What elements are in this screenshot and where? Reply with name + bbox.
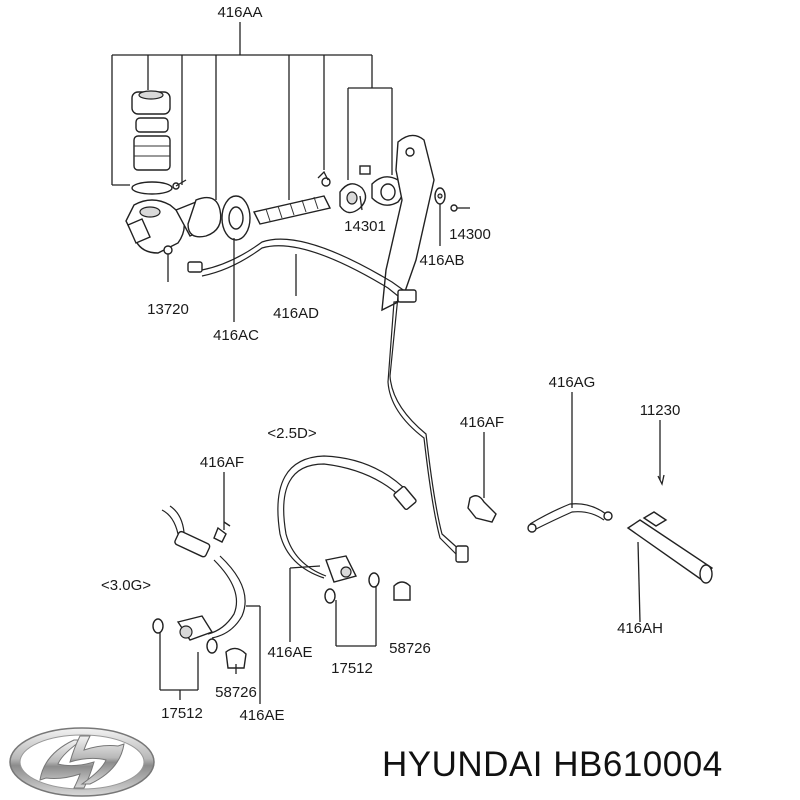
master-cylinder-body — [163, 195, 251, 262]
label-416AA: 416AA — [217, 4, 262, 21]
label-13720: 13720 — [147, 301, 189, 318]
hose-416AG — [527, 503, 613, 533]
label-416AF-right: 416AF — [460, 414, 504, 431]
clutch-pipe-416AD — [187, 238, 469, 563]
label-17512-left: 17512 — [161, 705, 203, 722]
part-labels: 416AA 14301 14300 416AB 13720 416AD 416A… — [101, 4, 680, 724]
hyundai-logo-icon — [9, 727, 155, 797]
clutch-pedal-bracket — [381, 134, 470, 312]
clutch-master-cylinder-reservoir — [125, 90, 187, 254]
brand-caption: HYUNDAI HB610004 — [382, 745, 723, 784]
label-416AD: 416AD — [273, 305, 319, 322]
label-416AB: 416AB — [419, 252, 464, 269]
label-416AF-left: 416AF — [200, 454, 244, 471]
label-416AG: 416AG — [549, 374, 596, 391]
push-rod — [252, 170, 332, 225]
label-416AH: 416AH — [617, 620, 663, 637]
label-14301: 14301 — [344, 218, 386, 235]
label-3-0G: <3.0G> — [101, 577, 151, 594]
label-58726-center: 58726 — [389, 640, 431, 657]
leader-lines — [159, 195, 665, 704]
clutch-hose-3-0g — [152, 505, 247, 669]
label-2-5D: <2.5D> — [267, 425, 316, 442]
label-14300: 14300 — [449, 226, 491, 243]
label-17512-center: 17512 — [331, 660, 373, 677]
label-11230: 11230 — [640, 402, 681, 419]
label-58726-left: 58726 — [215, 684, 257, 701]
clip-416AF-right — [467, 495, 497, 523]
label-416AC: 416AC — [213, 327, 259, 344]
leader-416AA — [111, 22, 393, 200]
label-416AE-left: 416AE — [239, 707, 284, 724]
slave-cylinder-416AH — [626, 511, 714, 584]
label-416AE-center: 416AE — [267, 644, 312, 661]
clutch-hose-2-5d — [277, 455, 417, 604]
